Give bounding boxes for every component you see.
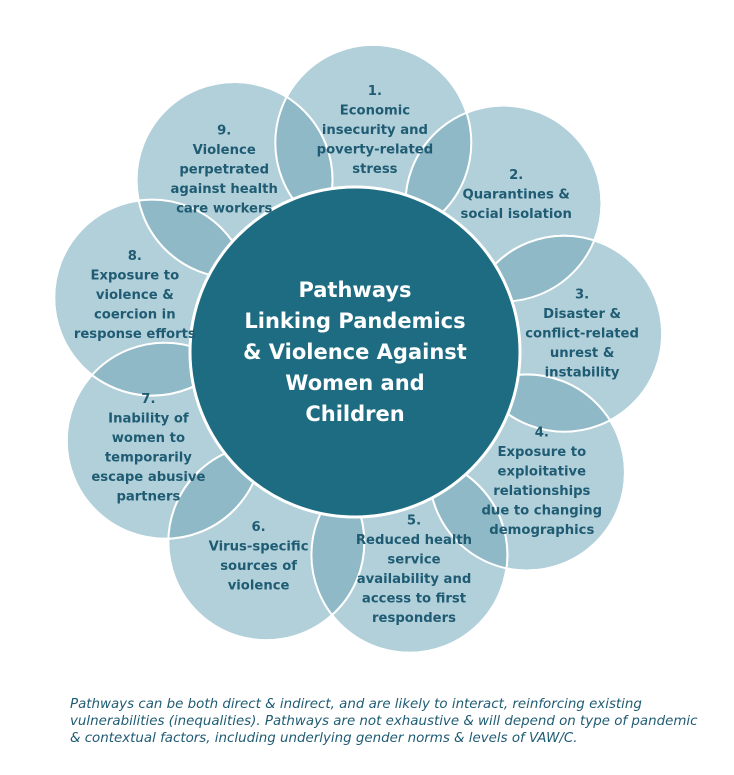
pathway-text-line: due to changing [481, 504, 602, 519]
pathway-text-line: Reduced health [356, 533, 472, 548]
pathway-labels: 1. Economic insecurity and poverty-related s… [74, 84, 639, 626]
pathway-text-line: service [387, 553, 440, 568]
pathway-text-line: temporarily [105, 450, 192, 465]
pathway-text-line: against health [171, 182, 278, 197]
pathway-text-line: access to first [362, 592, 466, 607]
pathway-text-line: unrest & [550, 346, 614, 361]
center-title-line: & Violence Against [243, 340, 467, 364]
pathway-number: 2. [509, 168, 523, 183]
pathway-number: 3. [575, 288, 589, 303]
pathway-number: 1. [368, 84, 382, 99]
pathway-text-line: Inability of [108, 411, 189, 426]
pathway-text-line: response efforts [74, 327, 196, 342]
pathway-label-2: 2. Quarantines & social isolation [461, 168, 572, 222]
center-title-line: Pathways [298, 278, 411, 302]
pathway-text-line: poverty-related [317, 142, 433, 157]
pathway-text-line: escape abusive [91, 470, 205, 485]
center-circle [188, 185, 522, 519]
pathway-text-line: responders [372, 611, 456, 626]
pathway-text-line: violence & [96, 288, 174, 303]
pathway-label-9: 9. Violence perpetrated against health care … [171, 124, 278, 217]
pathway-number: 9. [217, 124, 231, 139]
overlap-region-4 [429, 456, 508, 571]
center-title-line: Women and [285, 371, 424, 395]
pathway-text-line: instability [545, 366, 620, 381]
pathway-text-line: social isolation [461, 207, 572, 222]
pathway-text-line: coercion in [94, 308, 176, 323]
pathway-text-line: sources of [220, 559, 297, 574]
pathway-text-line: partners [116, 489, 180, 504]
pathway-text-line: Economic [340, 103, 410, 118]
pathway-number: 6. [252, 520, 266, 535]
pathway-label-3: 3. Disaster & conflict-related unrest & inst… [525, 288, 639, 381]
pathway-text-line: insecurity and [322, 123, 428, 138]
pathway-number: 4. [535, 426, 549, 441]
pathway-text-line: Exposure to [90, 269, 179, 284]
pathway-text-line: availability and [357, 572, 472, 587]
overlap-region-1 [405, 105, 472, 241]
pathway-label-8: 8. Exposure to violence & coercion in respon… [74, 249, 196, 342]
pathway-text-line: Quarantines & [463, 188, 570, 203]
pathway-text-line: care workers [176, 202, 272, 217]
pathway-label-6: 6. Virus-specific sources of violence [209, 520, 309, 594]
caption-text: Pathways can be both direct & indirect, … [70, 697, 698, 746]
pathway-text-line: stress [352, 162, 397, 177]
pathway-text-line: demographics [489, 523, 594, 538]
center-title-line: Linking Pandemics [244, 309, 465, 333]
pathway-text-line: women to [112, 431, 185, 446]
overlap-region-8 [136, 199, 251, 278]
pathway-label-7: 7. Inability of women to temporarily escape … [91, 392, 205, 505]
pathway-text-line: conflict-related [525, 327, 639, 342]
overlap-region-6 [168, 444, 263, 539]
pathway-label-1: 1. Economic insecurity and poverty-related s… [317, 84, 433, 177]
pathway-number: 5. [407, 514, 421, 529]
pathway-text-line: Exposure to [497, 445, 586, 460]
pathway-text-line: exploitative [498, 465, 587, 480]
pathway-number: 7. [141, 392, 155, 407]
pathway-text-line: Virus-specific [209, 539, 309, 554]
pathway-text-line: Violence [193, 143, 256, 158]
center-title-line: Children [305, 402, 404, 426]
pathway-text-line: perpetrated [179, 163, 269, 178]
overlap-region-2 [466, 235, 602, 302]
pathway-text-line: relationships [493, 484, 590, 499]
pathway-text-line: Disaster & [543, 307, 621, 322]
pathway-label-5: 5. Reduced health service availability and a… [356, 514, 472, 627]
pathway-label-4: 4. Exposure to exploitative relationships du… [481, 426, 602, 539]
pathway-text-line: violence [228, 578, 290, 593]
pathway-number: 8. [128, 249, 142, 264]
